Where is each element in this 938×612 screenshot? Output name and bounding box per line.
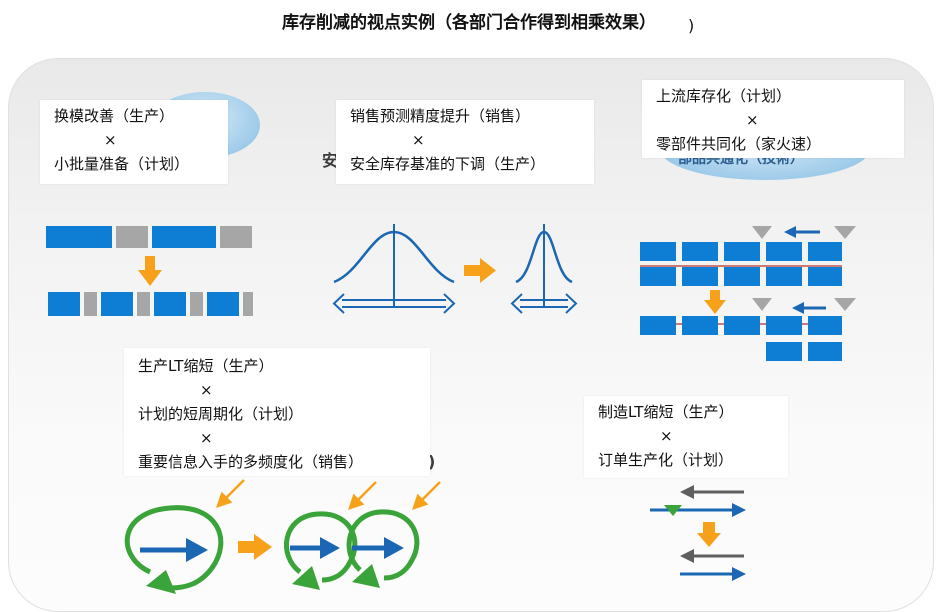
large-lot-block-blue — [152, 226, 216, 248]
green-arrowhead — [292, 566, 320, 590]
card3-cross: × — [746, 111, 759, 129]
card3-line2: 零部件共同化（家火速） — [656, 135, 822, 153]
card4-line3: 重要信息入手的多频度化（销售） — [138, 453, 364, 471]
note-card-setup-improvement: 换模改善（生产） × 小批量准备（计划） — [40, 100, 228, 184]
down-arrow-orange-5 — [697, 522, 721, 547]
green-arrowhead — [352, 564, 380, 588]
gray-left-arrow-2 — [680, 549, 744, 563]
down-arrow-orange-3 — [704, 290, 726, 314]
card4-line1: 生产LT缩短（生产） — [138, 357, 274, 375]
card2-line2: 安全库存基准的下调（生产） — [350, 155, 546, 173]
note-card-forecast-accuracy: 销售预测精度提升（销售） × 安全库存基准的下调（生产） — [336, 100, 594, 184]
blue-right-arrow — [650, 503, 746, 517]
note-card-production-lt: 生产LT缩短（生产） × 计划的短周期化（计划） × 重要信息入手的多频度化（销… — [124, 348, 430, 476]
left-arrow-head — [792, 302, 804, 314]
card5-cross: × — [660, 427, 673, 445]
right-arrow-orange-2 — [464, 258, 496, 283]
green-arrowhead — [146, 570, 176, 594]
large-lot-block-gray — [220, 226, 252, 248]
gray-triangle-marker — [834, 226, 856, 239]
right-arrow-orange-4 — [238, 534, 272, 560]
title-trailing-paren: ) — [688, 16, 695, 35]
grid-upper — [640, 226, 856, 286]
note-card-manufacturing-lt: 制造LT缩短（生产） × 订单生产化（计划） — [584, 396, 788, 478]
left-arrow-head — [784, 226, 796, 238]
card4-line2: 计划的短周期化（计划） — [138, 405, 304, 423]
large-cycle-loop — [124, 505, 224, 594]
gray-triangle-marker — [752, 298, 772, 311]
card1-line2: 小批量准备（计划） — [54, 155, 190, 173]
wide-double-arrow — [332, 293, 456, 314]
blue-arrowhead — [384, 537, 404, 559]
small-orange-arrows — [216, 479, 441, 510]
card3-line1: 上流库存化（计划） — [656, 87, 792, 105]
gray-left-arrow — [680, 485, 744, 499]
card1-cross: × — [104, 131, 117, 149]
card2-line1: 销售预测精度提升（销售） — [350, 107, 531, 125]
blue-arrowhead — [186, 538, 208, 562]
large-lot-block-blue — [46, 226, 112, 248]
large-lot-block-gray — [116, 226, 148, 248]
narrow-double-arrow — [510, 293, 578, 314]
gray-triangle-marker — [834, 298, 856, 311]
card4-cross-1: × — [200, 381, 213, 399]
card1-line1: 换模改善（生产） — [54, 107, 175, 125]
small-cycle-loop-1 — [284, 511, 358, 590]
grid-lower — [640, 298, 856, 361]
card2-cross: × — [412, 131, 425, 149]
small-lot-bar-row — [48, 292, 253, 316]
gray-triangle-marker — [752, 226, 772, 239]
green-triangle-marker — [664, 505, 682, 516]
card4-cross-2: × — [200, 429, 213, 447]
small-cycle-loop-2 — [346, 509, 420, 588]
note-card-upstream-stock: 上流库存化（计划） × 零部件共同化（家火速） — [642, 80, 904, 158]
blue-right-arrow-2 — [680, 567, 746, 581]
oval-label-2-partial: 安 — [322, 151, 339, 170]
oval-label-4-partial: ) — [428, 452, 436, 471]
blue-arrowhead — [320, 537, 340, 559]
down-arrow-orange-1 — [138, 256, 162, 286]
card5-line2: 订单生产化（计划） — [598, 451, 734, 469]
diagram-title: 库存削减的视点实例（各部门合作得到相乘效果） — [282, 13, 656, 33]
card5-line1: 制造LT缩短（生产） — [598, 403, 734, 421]
large-lot-bar-row — [46, 226, 252, 248]
